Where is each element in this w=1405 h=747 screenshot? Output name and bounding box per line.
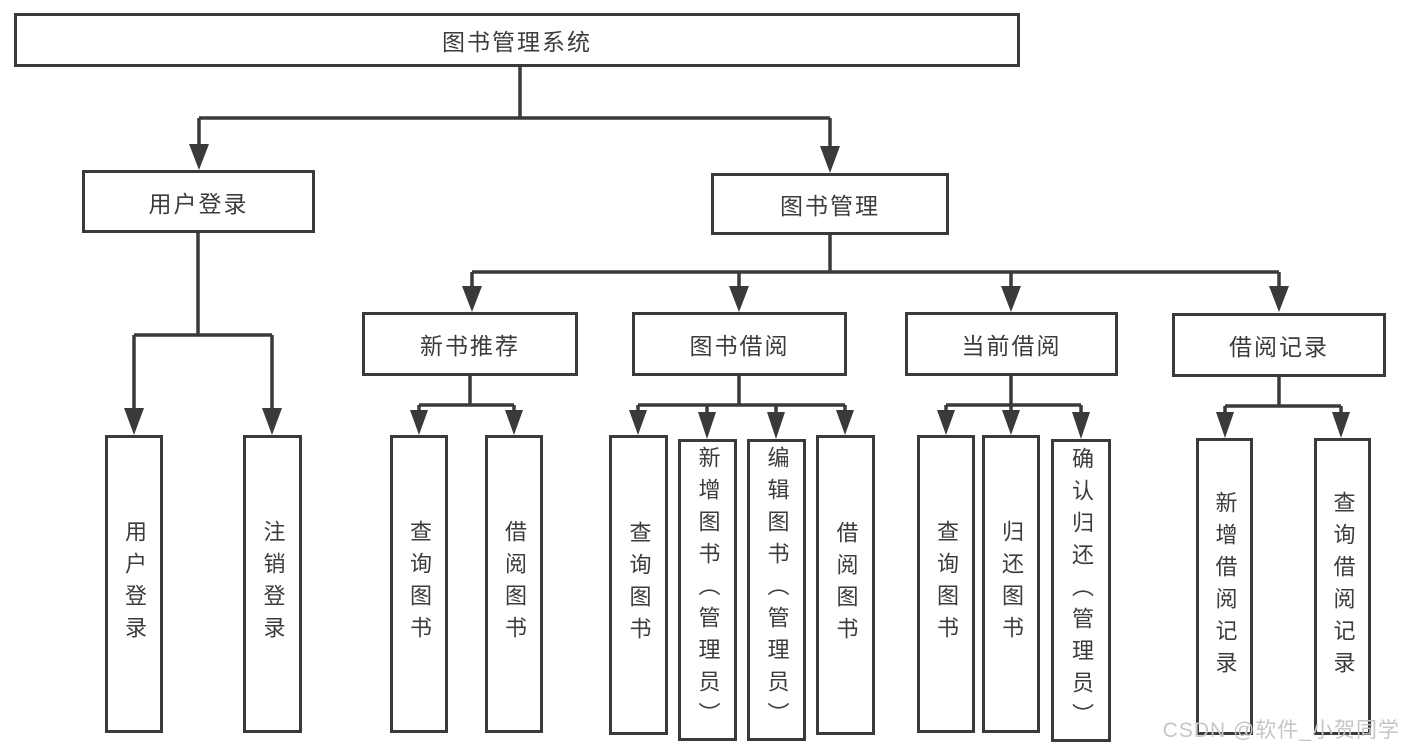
node-leaf-logout: 注销登录	[243, 435, 302, 733]
connector-borrow-records	[1223, 377, 1343, 412]
connector-book-borrow	[636, 376, 847, 412]
leaf-label: 查询图书	[934, 520, 959, 648]
leaf-label: 确认归还（管理员）	[1069, 446, 1094, 735]
node-leaf-borrow-books: 借阅图书	[816, 435, 875, 735]
node-leaf-query-books-current: 查询图书	[917, 435, 975, 733]
leaf-label: 用户登录	[122, 520, 147, 648]
leaf-label: 新增图书（管理员）	[695, 446, 721, 734]
leaf-label: 新增借阅记录	[1212, 490, 1238, 683]
node-current-borrow: 当前借阅	[905, 312, 1118, 376]
node-borrow-records: 借阅记录	[1172, 313, 1386, 377]
leaf-label: 归还图书	[999, 520, 1024, 648]
connector-root-to-level2	[197, 67, 832, 148]
node-leaf-add-borrow-record: 新增借阅记录	[1196, 438, 1253, 735]
leaf-label: 查询图书	[407, 520, 432, 648]
leaf-label: 借阅图书	[833, 521, 859, 649]
node-leaf-query-books-recommend: 查询图书	[390, 435, 448, 733]
leaf-label: 查询图书	[626, 521, 652, 649]
node-leaf-edit-book-admin: 编辑图书（管理员）	[747, 439, 806, 741]
leaf-label: 借阅图书	[502, 520, 527, 648]
connector-book-management-branch	[470, 235, 1281, 288]
leaf-label: 查询借阅记录	[1330, 490, 1356, 683]
node-root: 图书管理系统	[14, 13, 1020, 67]
node-book-borrow: 图书借阅	[632, 312, 847, 376]
node-leaf-return-book: 归还图书	[982, 435, 1040, 733]
node-leaf-add-book-admin: 新增图书（管理员）	[678, 439, 737, 741]
node-leaf-confirm-return-admin: 确认归还（管理员）	[1051, 439, 1111, 742]
node-leaf-user-login: 用户登录	[105, 435, 163, 733]
csdn-watermark: CSDN @软件_小贺同学	[1162, 719, 1400, 742]
connector-current-borrow	[944, 376, 1083, 414]
node-user-login-branch: 用户登录	[82, 170, 315, 233]
node-leaf-query-books-borrow: 查询图书	[609, 435, 668, 735]
node-new-book-recommend: 新书推荐	[362, 312, 578, 376]
leaf-label: 编辑图书（管理员）	[764, 446, 790, 734]
connector-new-book-recommend	[417, 376, 516, 412]
node-leaf-query-borrow-record: 查询借阅记录	[1314, 438, 1371, 735]
connector-user-login-branch	[132, 233, 274, 412]
node-leaf-borrow-books-recommend: 借阅图书	[485, 435, 543, 733]
node-book-management-branch: 图书管理	[711, 173, 949, 235]
leaf-label: 注销登录	[260, 520, 286, 648]
arrowheads	[124, 144, 1350, 439]
